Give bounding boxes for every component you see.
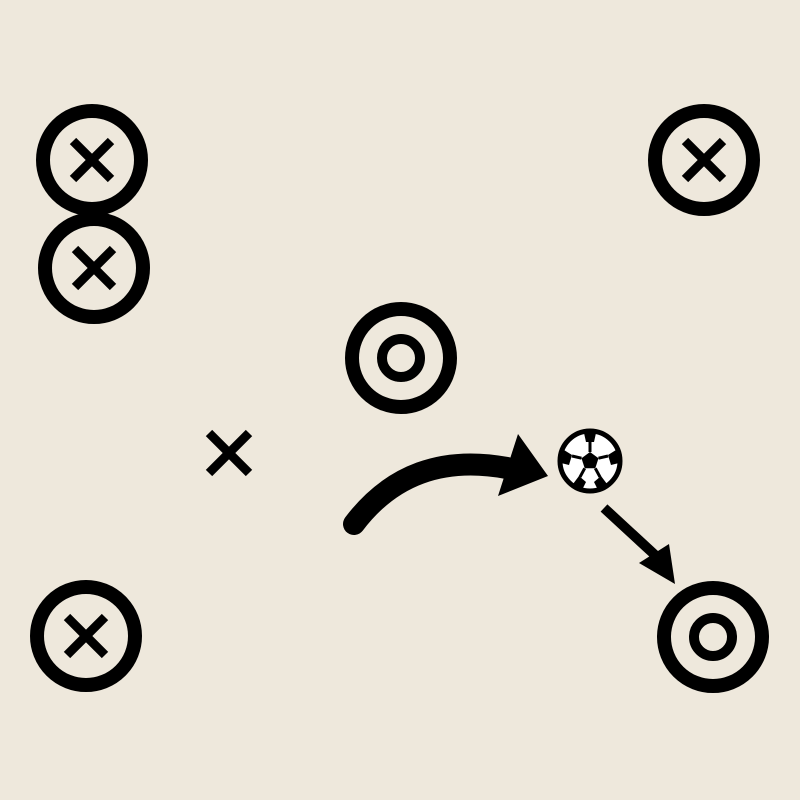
soccer-ball-icon: [557, 428, 623, 494]
o-icon: [377, 334, 425, 382]
curved-arrow-icon: [343, 434, 548, 535]
opponent-marker-top-right: [648, 104, 760, 216]
teammate-marker-bottom-right: [657, 581, 769, 693]
x-mark-icon: [205, 429, 253, 477]
pass-arrow-icon: [600, 504, 675, 584]
x-icon: [71, 245, 117, 291]
x-icon: [681, 137, 727, 183]
o-icon: [689, 613, 737, 661]
teammate-marker-center: [345, 302, 457, 414]
opponent-marker-top-left-upper: [36, 104, 148, 216]
opponent-marker-top-left-lower: [38, 212, 150, 324]
opponent-marker-bottom-left: [30, 580, 142, 692]
x-icon: [69, 137, 115, 183]
x-icon: [63, 613, 109, 659]
